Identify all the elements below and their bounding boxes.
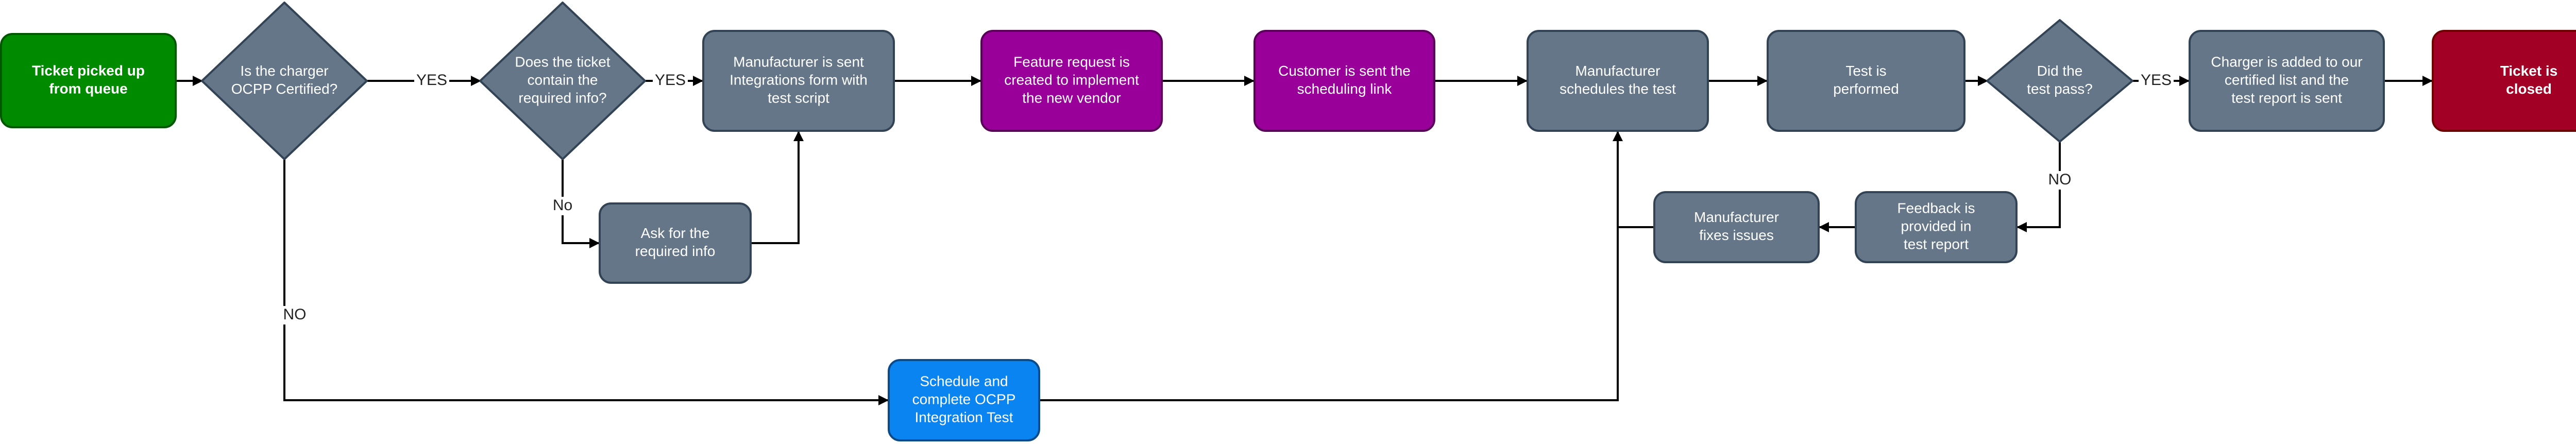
decision-diamond — [1986, 19, 2133, 143]
node-label-line: scheduling link — [1297, 81, 1393, 97]
process-box — [0, 33, 177, 128]
node-label-line: required info? — [518, 90, 606, 106]
edge-label-no-3: NO — [2047, 171, 2072, 190]
node-feedback: Feedback is provided in test report — [1855, 191, 2018, 263]
node-label-line: Ask for the — [641, 225, 710, 241]
edge-label-background — [550, 197, 575, 215]
node-label-line: test pass? — [2027, 81, 2093, 97]
connector-arrow — [562, 159, 600, 248]
edge-label-text: NO — [2048, 171, 2072, 188]
node-label-line: closed — [2506, 81, 2552, 97]
node-ticket-info: Does the ticket contain the required info? — [479, 2, 646, 160]
edge-label-background — [653, 72, 688, 90]
node-label-line: test report — [1904, 236, 1969, 252]
node-label-line: Charger is added to our — [2211, 54, 2362, 70]
edge-label-yes-2: YES — [653, 72, 688, 90]
edge-label-background — [414, 72, 449, 90]
node-start: Ticket picked up from queue — [0, 33, 177, 128]
process-box — [2189, 30, 2385, 132]
node-label-line: the new vendor — [1022, 90, 1121, 106]
node-certified-list: Charger is added to our certified list an… — [2189, 30, 2385, 132]
process-box — [1653, 191, 1820, 263]
edge-label-text: YES — [655, 72, 686, 89]
node-label-line: test report is sent — [2231, 90, 2342, 106]
edge-label-text: NO — [283, 306, 307, 323]
node-label-line: Integration Test — [915, 409, 1013, 425]
node-label-line: complete OCPP — [912, 391, 1016, 407]
node-label-line: Did the — [2037, 63, 2083, 79]
node-label-line: Test is — [1845, 63, 1886, 79]
decision-diamond — [479, 2, 646, 160]
node-label-line: Customer is sent the — [1278, 63, 1411, 79]
decision-diamond — [201, 2, 368, 160]
edge-label-no-2: NO — [282, 306, 307, 325]
edge-label-background — [282, 306, 307, 325]
node-schedule-ocpp: Schedule and complete OCPP Integration Tes… — [888, 359, 1040, 441]
node-label-line: OCPP Certified? — [231, 81, 337, 97]
edge-label-yes-1: YES — [414, 72, 449, 90]
node-label-line: contain the — [528, 72, 598, 88]
node-fixes: Manufacturer fixes issues — [1653, 191, 1820, 263]
connector-arrow — [2016, 142, 2061, 232]
node-label-line: Feature request is — [1013, 54, 1130, 70]
node-label-line: Ticket picked up — [32, 62, 145, 78]
node-label-line: from queue — [49, 80, 127, 96]
node-feature-request: Feature request is created to implement th… — [980, 30, 1163, 132]
edge-label-text: YES — [2141, 72, 2172, 89]
node-label-line: Feedback is — [1897, 200, 1975, 216]
node-label-line: certified list and the — [2225, 72, 2349, 88]
edge-label-no-1: No — [550, 197, 575, 215]
node-label-line: Manufacturer — [1694, 209, 1779, 225]
node-label-line: Does the ticket — [515, 54, 610, 70]
node-ask-info: Ask for the required info — [599, 202, 752, 284]
process-box — [1253, 30, 1435, 132]
node-test-performed: Test is performed — [1767, 30, 1965, 132]
connector-arrow — [1040, 131, 1623, 401]
process-box — [1855, 191, 2018, 263]
connector-arrow — [752, 131, 804, 244]
process-box — [702, 30, 895, 132]
node-label-line: Manufacturer — [1575, 63, 1660, 79]
node-label-line: test script — [768, 90, 829, 106]
edge-label-yes-3: YES — [2139, 72, 2174, 90]
node-label-line: Manufacturer is sent — [733, 54, 864, 70]
node-label-line: fixes issues — [1699, 227, 1774, 243]
node-label-line: Ticket is — [2500, 63, 2558, 79]
node-label-line: Integrations form with — [730, 72, 868, 88]
process-box — [2432, 30, 2576, 132]
connector-arrow — [283, 159, 889, 405]
process-box — [888, 359, 1040, 441]
node-test-pass: Did the test pass? — [1986, 19, 2133, 143]
process-box — [1767, 30, 1965, 132]
node-label-line: Is the charger — [240, 63, 328, 79]
process-box — [980, 30, 1163, 132]
node-label-line: schedules the test — [1560, 81, 1676, 97]
node-label-line: required info — [635, 243, 716, 259]
process-box — [599, 202, 752, 284]
edge-label-background — [2139, 72, 2174, 90]
edge-label-background — [2047, 171, 2072, 190]
edge-label-text: YES — [416, 72, 447, 89]
process-box — [1527, 30, 1709, 132]
node-label-line: created to implement — [1004, 72, 1139, 88]
node-closed: Ticket is closed — [2432, 30, 2576, 132]
node-label-line: provided in — [1901, 218, 1972, 234]
edge-label-text: No — [553, 197, 572, 214]
node-label-line: Schedule and — [920, 373, 1008, 389]
node-scheduling-link: Customer is sent the scheduling link — [1253, 30, 1435, 132]
node-label-line: performed — [1833, 81, 1899, 97]
node-schedules-test: Manufacturer schedules the test — [1527, 30, 1709, 132]
